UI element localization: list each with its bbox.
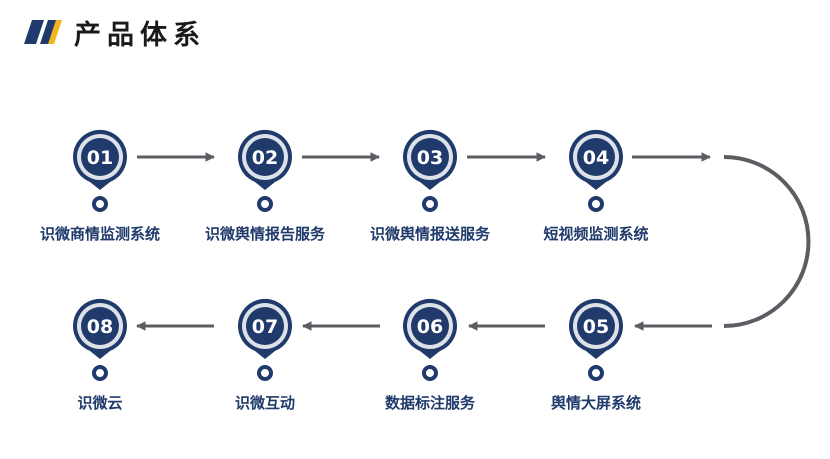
step-node-08: 08 识微云 [73, 298, 128, 412]
step-label: 数据标注服务 [385, 394, 476, 412]
anchor-dot [588, 196, 604, 212]
anchor-dot [422, 365, 438, 381]
pin-center [577, 138, 615, 176]
step-label: 短视频监测系统 [543, 225, 648, 243]
step-number: 06 [417, 316, 443, 338]
step-number: 07 [252, 316, 278, 338]
step-node-06: 06 数据标注服务 [385, 298, 476, 412]
pin-center [81, 138, 119, 176]
pin-center [411, 138, 449, 176]
step-label: 识微舆情报告服务 [205, 225, 326, 243]
step-number: 02 [252, 147, 278, 169]
step-node-04: 04 短视频监测系统 [543, 129, 649, 243]
header: 产品体系 [24, 12, 206, 52]
slash-logo-icon [24, 20, 62, 44]
pin-center [577, 307, 615, 345]
step-node-05: 05 舆情大屏系统 [551, 298, 641, 412]
step-label: 识微舆情报送服务 [370, 225, 491, 243]
step-number: 04 [583, 147, 609, 169]
anchor-dot [257, 196, 273, 212]
anchor-dot [92, 196, 108, 212]
step-node-07: 07 识微互动 [235, 298, 295, 412]
step-label: 舆情大屏系统 [551, 394, 641, 412]
step-label: 识微互动 [235, 394, 295, 412]
pin-center [246, 138, 284, 176]
anchor-dot [422, 196, 438, 212]
step-node-03: 03 识微舆情报送服务 [370, 129, 491, 243]
anchor-dot [257, 365, 273, 381]
step-number: 03 [417, 147, 443, 169]
anchor-dot [588, 365, 604, 381]
step-label: 识微云 [77, 394, 122, 412]
page-title: 产品体系 [74, 19, 206, 51]
pin-center [81, 307, 119, 345]
step-number: 08 [87, 316, 113, 338]
pin-center [246, 307, 284, 345]
pin-center [411, 307, 449, 345]
step-node-01: 01 识微商情监测系统 [40, 129, 160, 243]
step-label: 识微商情监测系统 [40, 225, 160, 243]
anchor-dot [92, 365, 108, 381]
step-node-02: 02 识微舆情报告服务 [205, 129, 326, 243]
connector-curve [723, 155, 811, 328]
step-number: 05 [583, 316, 609, 338]
step-number: 01 [87, 147, 113, 169]
